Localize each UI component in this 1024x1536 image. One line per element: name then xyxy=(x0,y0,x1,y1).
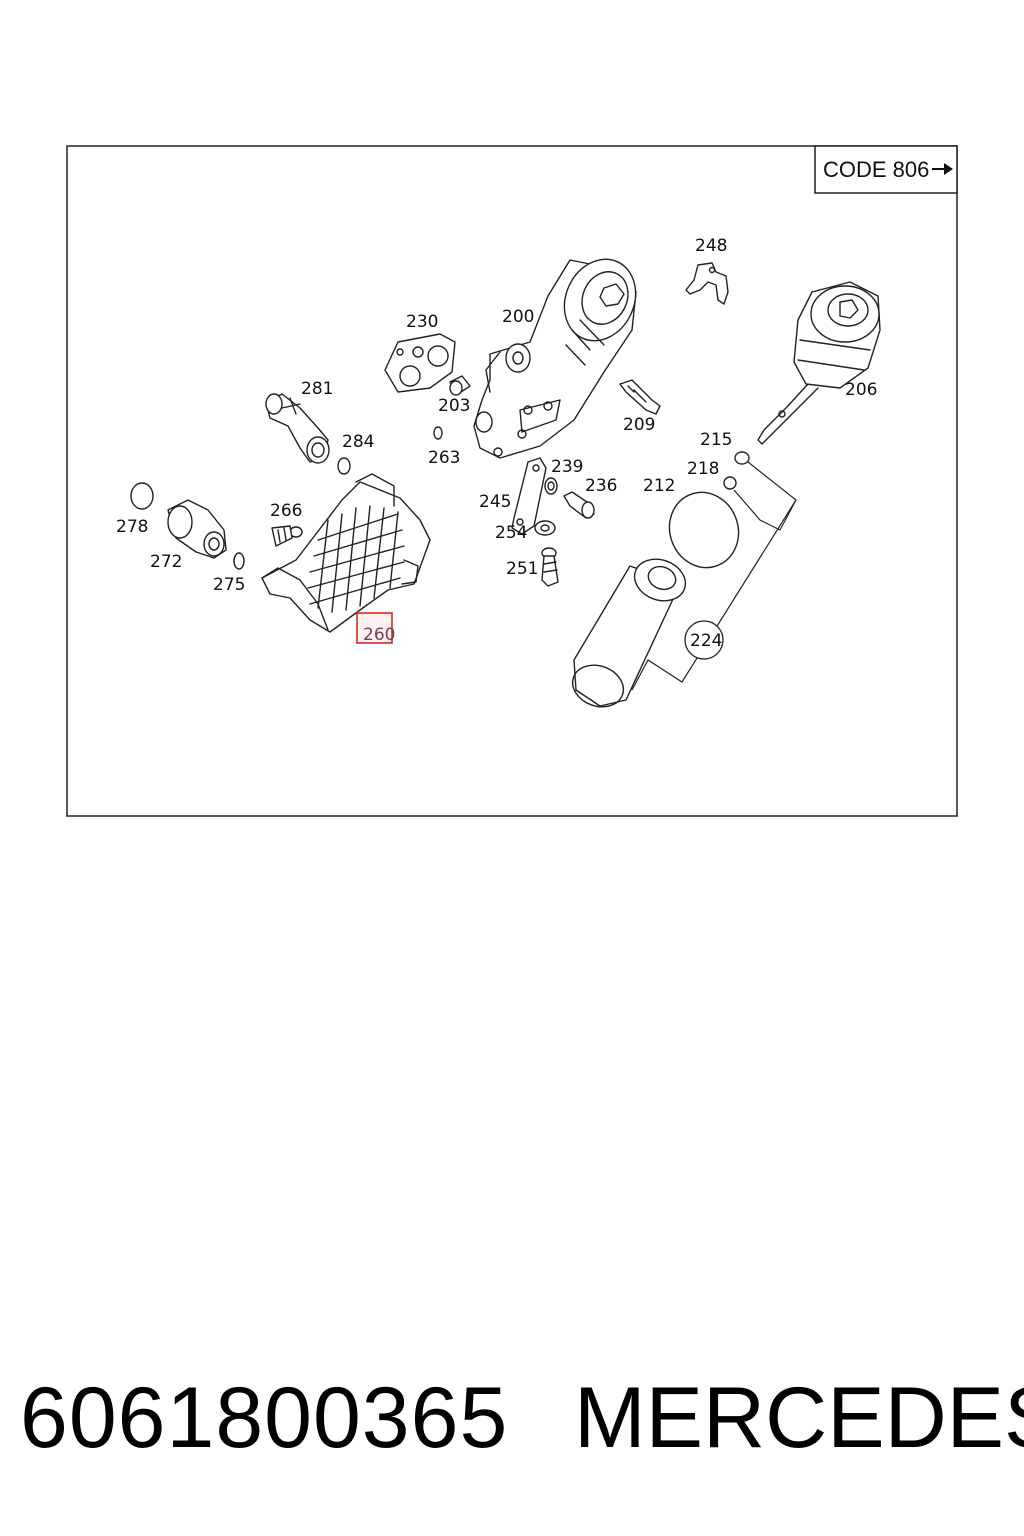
arrow-right-icon xyxy=(932,163,953,175)
leader-lines-filter xyxy=(631,461,797,691)
callout-212: 212 xyxy=(643,476,675,496)
callout-200: 200 xyxy=(502,307,534,327)
part-254-washer xyxy=(534,520,556,536)
part-206-filter-cap xyxy=(757,281,881,445)
part-248-bracket xyxy=(685,262,729,305)
part-209-bolt xyxy=(619,379,661,415)
callout-281: 281 xyxy=(301,379,333,399)
callout-245: 245 xyxy=(479,492,511,512)
callout-251: 251 xyxy=(506,559,538,579)
code-806-label: CODE 806 xyxy=(823,157,929,182)
code-806-box: CODE 806 xyxy=(814,145,958,194)
callout-272: 272 xyxy=(150,552,182,572)
callout-263: 263 xyxy=(428,448,460,468)
callout-206: 206 xyxy=(845,380,877,400)
part-251-bolt xyxy=(541,547,559,587)
callout-239: 239 xyxy=(551,457,583,477)
callout-266: 266 xyxy=(270,501,302,521)
brand-name: MERCEDES xyxy=(574,1370,1024,1466)
part-230-gasket xyxy=(384,333,456,393)
callout-236: 236 xyxy=(585,476,617,496)
callout-218: 218 xyxy=(687,459,719,479)
part-266-bolt xyxy=(271,525,303,547)
part-number: 6061800365 xyxy=(20,1370,509,1466)
part-260-oil-cooler xyxy=(261,473,431,633)
parts-diagram: CODE 806 xyxy=(66,145,958,817)
part-245-plate xyxy=(511,457,547,535)
diagram-frame xyxy=(66,145,958,817)
highlight-260-box xyxy=(356,612,393,644)
part-212-o-ring xyxy=(668,491,740,569)
callout-260: 260 xyxy=(363,625,395,645)
part-263-o-ring xyxy=(433,426,443,440)
callout-224: 224 xyxy=(690,631,722,651)
part-218-seal xyxy=(723,476,737,490)
part-236-bolt xyxy=(563,491,595,519)
cooler-grid xyxy=(307,505,405,613)
part-200-filter-housing xyxy=(473,258,637,459)
part-284-o-ring xyxy=(337,457,351,475)
callout-275: 275 xyxy=(213,575,245,595)
part-224-filter-element xyxy=(571,558,687,708)
callout-209: 209 xyxy=(623,415,655,435)
part-239-nut xyxy=(544,477,558,495)
callout-230: 230 xyxy=(406,312,438,332)
callout-224-circle xyxy=(684,620,724,660)
part-215-seal xyxy=(734,451,750,465)
part-278-o-ring xyxy=(130,482,154,510)
part-203-bushing xyxy=(449,375,471,396)
part-272-fitting xyxy=(167,499,227,559)
callout-278: 278 xyxy=(116,517,148,537)
part-275-o-ring xyxy=(233,552,245,570)
part-281-fitting xyxy=(265,393,330,464)
footer: 6061800365 MERCEDES xyxy=(0,1368,1024,1468)
callout-203: 203 xyxy=(438,396,470,416)
callout-248: 248 xyxy=(695,236,727,256)
callout-254: 254 xyxy=(495,523,527,543)
callout-284: 284 xyxy=(342,432,374,452)
callout-215: 215 xyxy=(700,430,732,450)
